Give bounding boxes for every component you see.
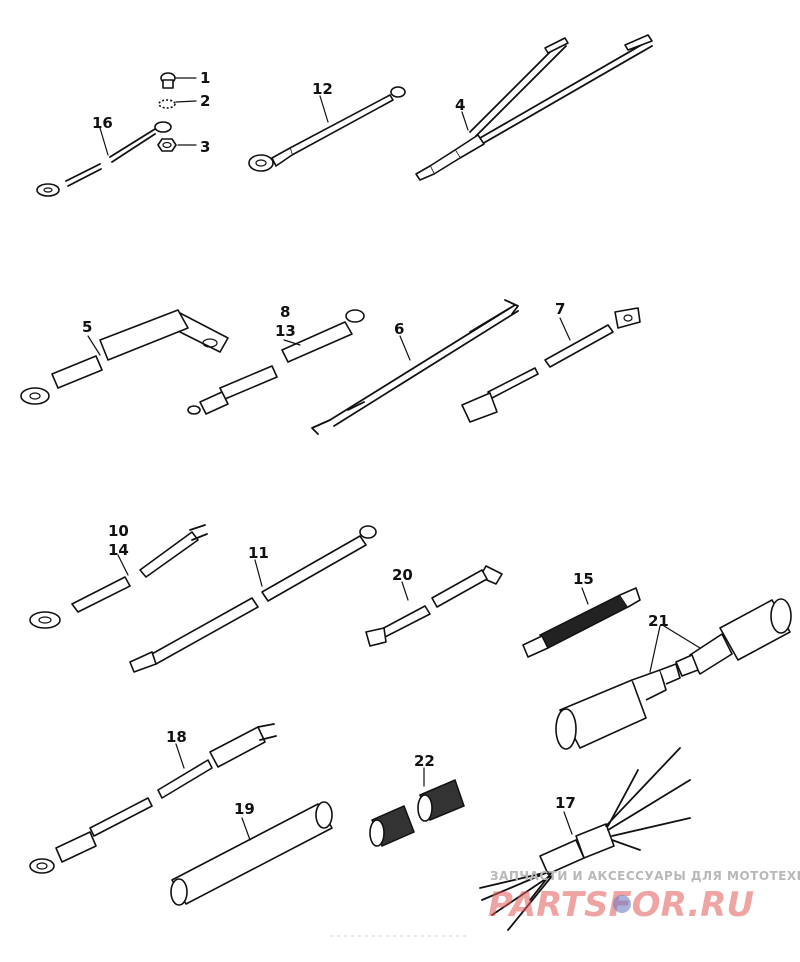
part-cable-18 (29, 723, 277, 874)
leader-11 (254, 559, 263, 587)
leader-2 (175, 100, 197, 103)
leader-21 (649, 625, 701, 673)
callout-22: 22 (414, 752, 435, 770)
callout-5: 5 (82, 318, 92, 336)
watermark-logo-icon (613, 895, 631, 913)
part-sleeve-19 (170, 801, 333, 906)
part-strap-15 (522, 587, 641, 658)
callout-12: 12 (312, 80, 333, 98)
part-cable-16 (36, 121, 172, 197)
leader-8-13 (283, 339, 301, 346)
callout-10: 10 (108, 522, 129, 540)
part-harness-4 (415, 34, 653, 181)
part-springs-22 (369, 778, 465, 848)
leader-16 (99, 127, 109, 156)
callout-21: 21 (648, 612, 669, 630)
callout-2: 2 (200, 92, 210, 110)
leader-20 (401, 581, 409, 601)
part-cable-10-14 (29, 524, 208, 629)
leader-15 (581, 587, 589, 605)
leader-5 (87, 335, 101, 356)
callout-8: 8 (280, 303, 290, 321)
part-screw-1 (160, 72, 176, 89)
leader-7 (559, 317, 571, 341)
callout-16: 16 (92, 114, 113, 132)
callout-15: 15 (573, 570, 594, 588)
callout-17: 17 (555, 794, 576, 812)
callout-11: 11 (248, 544, 269, 562)
callout-13: 13 (275, 322, 296, 340)
part-harness-17 (479, 747, 691, 931)
part-cable-7 (461, 307, 641, 423)
part-cable-11 (129, 525, 377, 673)
part-cable-12 (248, 86, 406, 172)
callout-3: 3 (200, 138, 210, 156)
leader-6 (399, 335, 411, 361)
callout-1: 1 (200, 69, 210, 87)
leader-10-14 (117, 554, 129, 576)
part-boots-21 (555, 598, 792, 750)
leader-4 (461, 111, 469, 131)
callout-4: 4 (455, 96, 465, 114)
callout-20: 20 (392, 566, 413, 584)
callout-7: 7 (555, 300, 565, 318)
part-lead-6 (311, 299, 519, 435)
part-cable-20 (365, 565, 503, 647)
leader-12 (319, 95, 329, 123)
leader-19 (241, 817, 251, 841)
leader-18 (175, 743, 185, 769)
callout-14: 14 (108, 541, 129, 559)
leader-17 (563, 811, 573, 835)
part-washer-2 (158, 99, 176, 109)
callout-19: 19 (234, 800, 255, 818)
part-cable-5 (20, 309, 229, 405)
part-cable-8-13 (187, 309, 365, 415)
part-nut-3 (157, 138, 177, 152)
watermark-tagline: ЗАПЧАСТИ И АКСЕССУАРЫ ДЛЯ МОТОТЕХНИКИ (490, 869, 800, 883)
callout-18: 18 (166, 728, 187, 746)
callout-6: 6 (394, 320, 404, 338)
